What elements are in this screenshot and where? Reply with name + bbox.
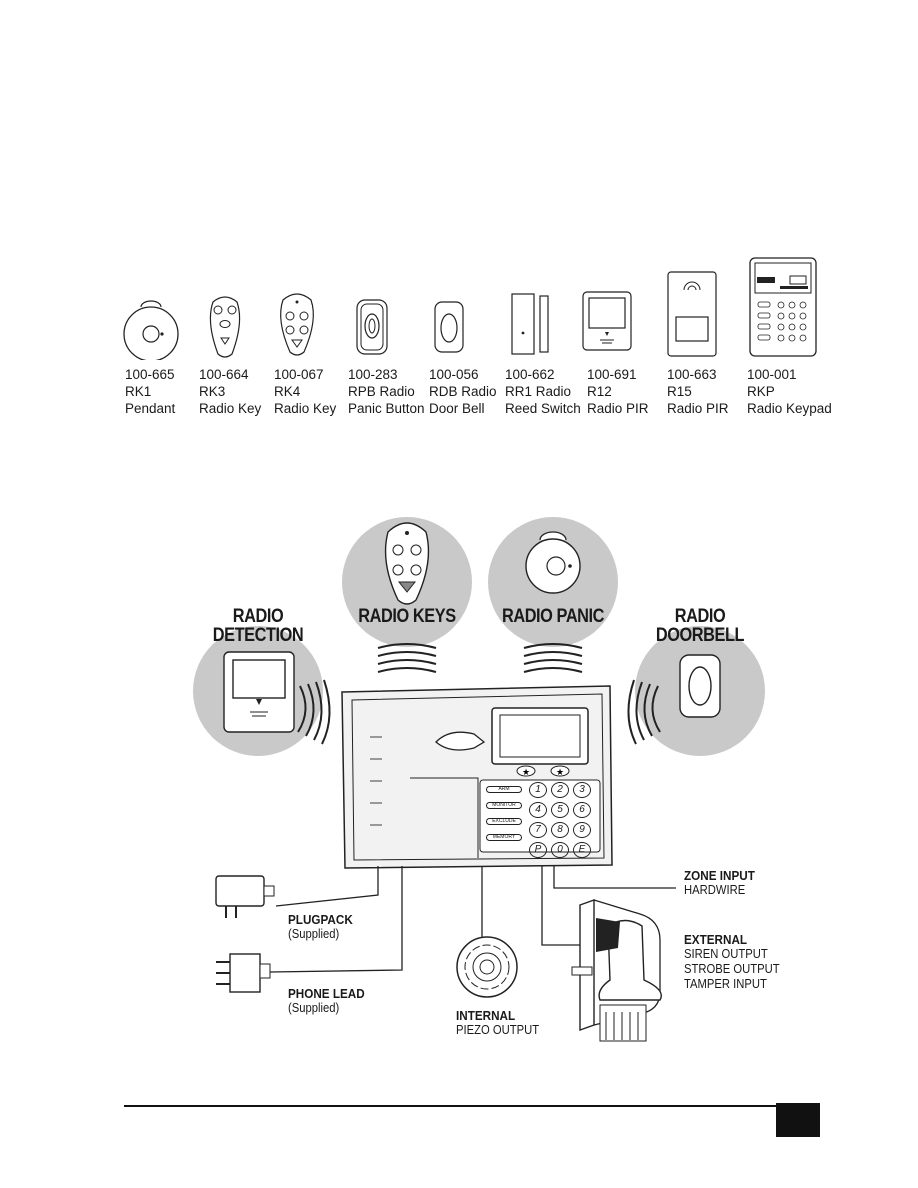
key-monitor: MONITOR [486,802,522,809]
radio-waves-detection [297,679,331,745]
radio-waves-keys [377,643,437,673]
product-icons-row [123,257,817,360]
radio-keys-title: RADIO KEYS [358,606,456,627]
rr1-reed-switch-icon [511,293,549,355]
key-digit: P [529,842,547,858]
svg-text:★: ★ [556,768,564,778]
external-siren-icon [571,899,662,1042]
rk1-pendant-icon [123,300,179,360]
radio-doorbell-device-icon [679,654,721,718]
plugpack-icon [215,875,275,918]
key-exclude: EXCLUDE [486,818,522,825]
radio-panic-device-icon [525,531,581,594]
radio-key-device-icon [384,522,430,605]
key-digit: 1 [529,782,547,798]
radio-panic-title: RADIO PANIC [501,606,605,627]
svg-text:★: ★ [522,768,530,778]
key-digit: 6 [573,802,591,818]
key-arm: ARM [486,786,522,793]
piezo-icon [456,936,518,998]
key-memory: MEMORY [486,834,522,841]
connection-wires [269,866,676,973]
r12-pir-icon [582,291,632,351]
keypad-digits: 1 2 3 4 5 6 7 8 9 P 0 E [529,782,595,858]
radio-detection-device-icon [223,651,295,733]
rdb-door-bell-icon [434,301,464,353]
external-callout: EXTERNAL SIREN OUTPUT STROBE OUTPUT TAMP… [684,932,780,991]
page-tab [776,1103,820,1137]
internal-callout: INTERNAL PIEZO OUTPUT [456,1008,540,1037]
key-digit: 8 [551,822,569,838]
radio-waves-doorbell [627,679,661,745]
key-digit: 9 [573,822,591,838]
plugpack-callout: PLUGPACK (Supplied) [288,912,353,941]
keypad-side-keys: ARM MONITOR EXCLUDE MEMORY [486,786,522,841]
footer-rule [124,1105,820,1107]
radio-waves-panic [523,643,583,673]
control-panel-unit: ★ ★ [341,685,613,869]
key-digit: 7 [529,822,547,838]
rk3-radio-key-icon [209,296,241,358]
key-digit: E [573,842,591,858]
rpb-panic-button-icon [356,299,388,355]
phone-lead-callout: PHONE LEAD (Supplied) [288,986,365,1015]
phone-lead-icon [216,953,271,993]
key-digit: 3 [573,782,591,798]
system-diagram: ★ ★ [193,517,765,1042]
key-digit: 2 [551,782,569,798]
zone-input-callout: ZONE INPUT HARDWIRE [684,868,755,897]
r15-pir-icon [667,271,717,357]
key-digit: 5 [551,802,569,818]
rkp-radio-keypad-icon [749,257,817,357]
rk4-radio-key-icon [280,293,314,356]
key-digit: 0 [551,842,569,858]
key-digit: 4 [529,802,547,818]
